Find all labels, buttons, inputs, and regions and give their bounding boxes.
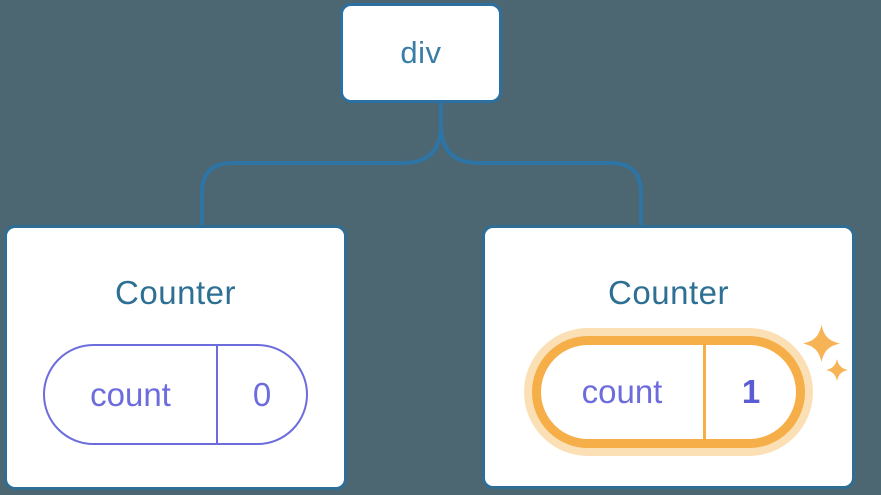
component-title: Counter — [608, 274, 729, 311]
state-key-label: count — [541, 345, 706, 439]
counter-card-left: Counter count 0 — [4, 225, 347, 490]
state-value: 0 — [252, 375, 272, 413]
connector-left-branch — [200, 103, 443, 226]
root-node-div: div — [340, 3, 502, 103]
component-title: Counter — [115, 274, 236, 311]
state-pill: count 0 — [43, 344, 308, 445]
connector-right-branch — [439, 103, 643, 226]
counter-card-right: Counter count 1 — [482, 225, 855, 489]
state-key-label: count — [45, 346, 218, 443]
state-pill-highlighted: count 1 — [532, 336, 805, 448]
sparkle-large-icon — [803, 325, 840, 362]
root-node-label: div — [400, 35, 442, 70]
state-value: 1 — [741, 373, 761, 410]
sparkle-small-icon — [826, 359, 848, 381]
